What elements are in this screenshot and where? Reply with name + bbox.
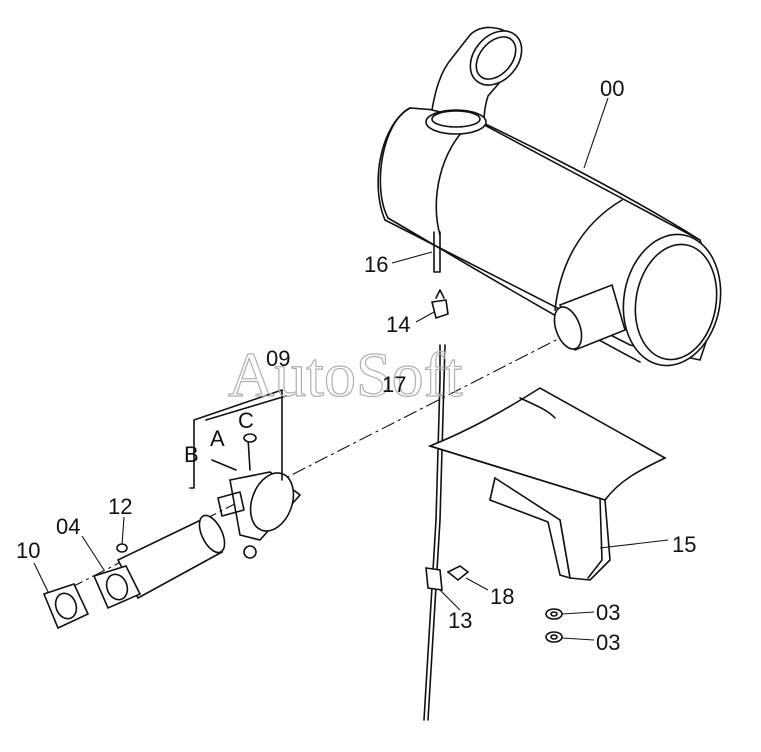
callout-10: 10 <box>16 538 40 563</box>
callout-03-lower: 03 <box>596 630 620 655</box>
nut-03a <box>545 608 563 620</box>
muffler-inlet-pipe <box>553 283 626 352</box>
leader-13 <box>437 587 461 611</box>
flange-04 <box>92 565 142 610</box>
rod-17 <box>423 344 441 721</box>
callout-b: B <box>184 442 199 467</box>
callout-c: C <box>238 408 254 433</box>
bolt-12 <box>116 543 128 553</box>
leader-14 <box>415 311 435 323</box>
leader-03b <box>561 637 595 641</box>
callout-16: 16 <box>364 252 388 277</box>
leader-12 <box>121 516 125 546</box>
leader-15 <box>599 539 669 549</box>
leader-04 <box>81 535 105 571</box>
leader-16 <box>391 251 433 264</box>
callout-04: 04 <box>56 514 80 539</box>
clip-14 <box>431 289 449 320</box>
leader-00 <box>583 97 609 169</box>
callout-a: A <box>210 426 225 451</box>
callout-09: 09 <box>266 346 290 371</box>
gasket-10 <box>42 583 90 630</box>
leader-03a <box>561 611 595 615</box>
bracket-13 <box>425 565 470 591</box>
callout-17: 17 <box>382 372 406 397</box>
heat-shield-15 <box>427 387 667 581</box>
muffler-outlet-elbow <box>425 26 523 135</box>
callout-03-upper: 03 <box>596 600 620 625</box>
center-line <box>69 337 561 589</box>
nut-03b <box>545 631 563 643</box>
leader-18 <box>465 577 489 591</box>
callout-15: 15 <box>672 532 696 557</box>
muffler <box>377 107 722 367</box>
watermark: AutoSoft <box>228 339 463 410</box>
callout-18: 18 <box>490 584 514 609</box>
callout-14: 14 <box>386 312 410 337</box>
callout-12: 12 <box>108 494 132 519</box>
strap-16 <box>433 231 441 273</box>
callout-00: 00 <box>600 76 624 101</box>
callout-13: 13 <box>448 608 472 633</box>
clamp-09 <box>189 389 302 559</box>
